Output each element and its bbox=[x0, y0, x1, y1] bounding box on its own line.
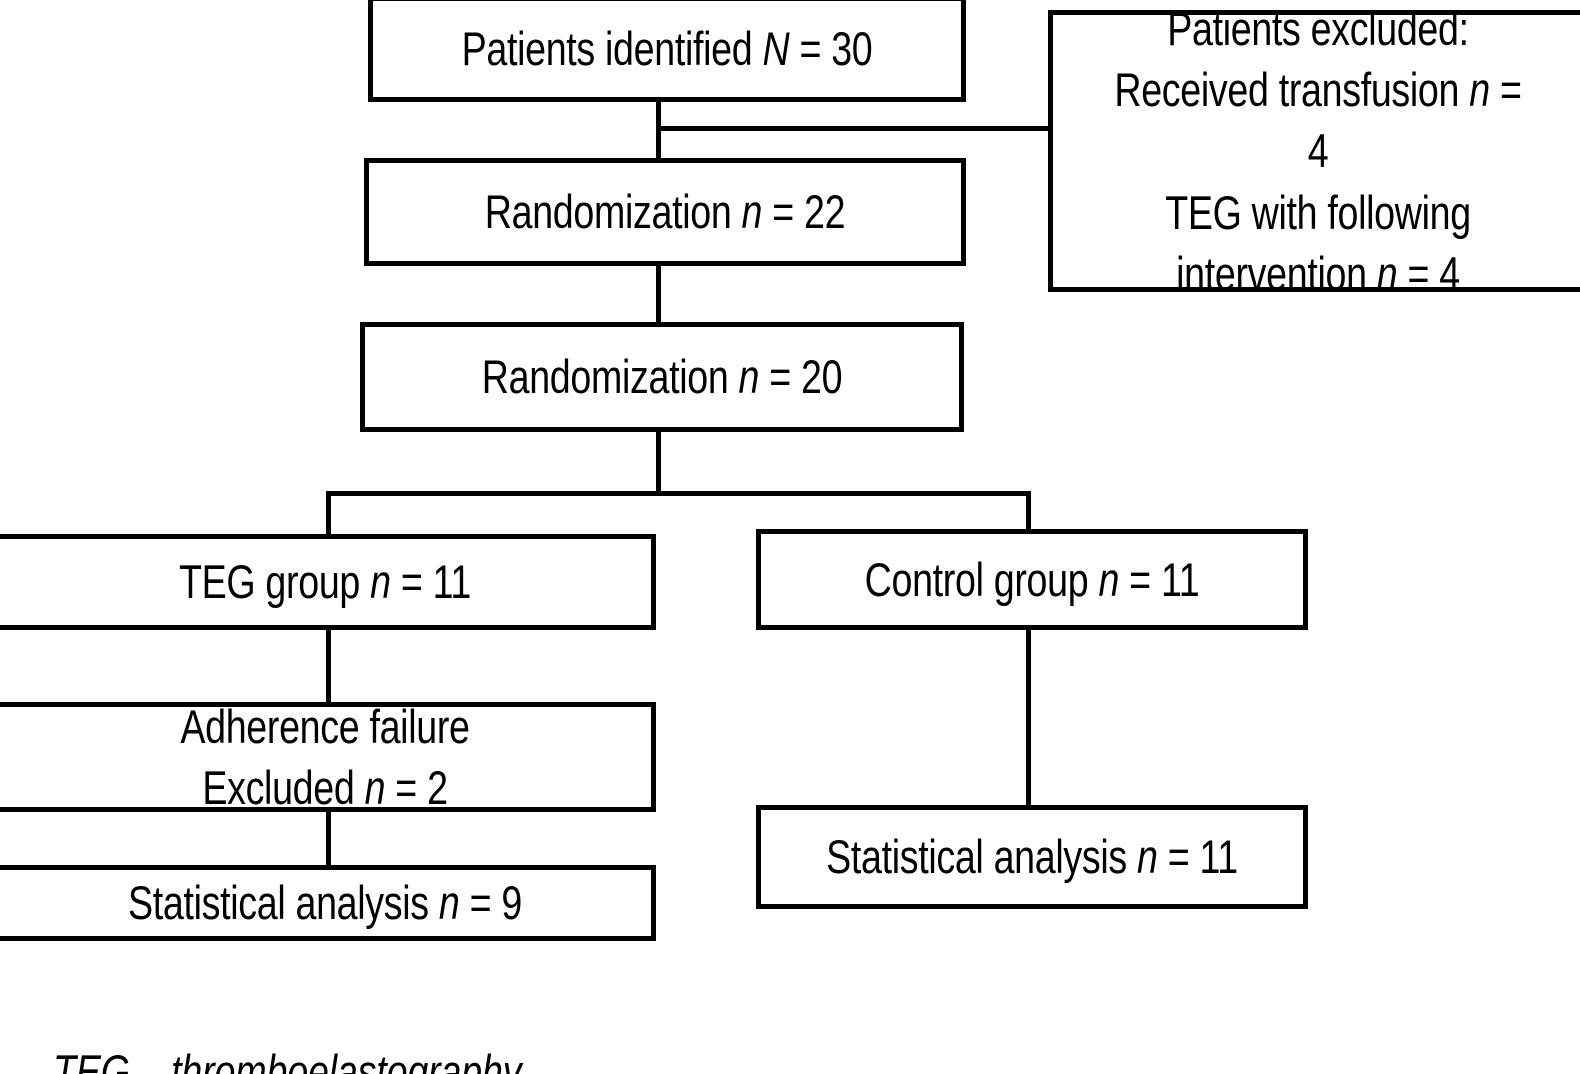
node-teg-group-label: TEG group n = 11 bbox=[178, 555, 472, 609]
node-patients-excluded: Patients excluded: Received transfusion … bbox=[1048, 2, 1580, 300]
node-patients-identified: Patients identified N = 30 bbox=[368, 0, 966, 102]
node-patients-identified-label: Patients identified N = 30 bbox=[461, 22, 873, 76]
connector-randomization22-to-randomization20 bbox=[656, 262, 661, 326]
node-adherence-failure-label: Adherence failure Excluded n = 2 bbox=[180, 699, 470, 814]
node-randomization-20-label: Randomization n = 20 bbox=[481, 350, 843, 404]
connector-split-to-teg-group bbox=[326, 491, 331, 539]
node-statistical-analysis-teg-label: Statistical analysis n = 9 bbox=[127, 876, 522, 930]
connector-adherence-to-statistical-analysis bbox=[326, 808, 331, 868]
connector-teg-group-to-adherence bbox=[326, 626, 331, 706]
node-adherence-failure: Adherence failure Excluded n = 2 bbox=[0, 700, 656, 814]
node-statistical-analysis-control: Statistical analysis n = 11 bbox=[756, 805, 1308, 909]
node-control-group: Control group n = 11 bbox=[756, 529, 1308, 630]
connector-split-to-control-group bbox=[1026, 491, 1031, 534]
node-statistical-analysis-control-label: Statistical analysis n = 11 bbox=[826, 830, 1238, 884]
node-control-group-label: Control group n = 11 bbox=[864, 552, 1200, 606]
connector-split-horizontal-bar bbox=[326, 491, 1031, 496]
node-randomization-22-label: Randomization n = 22 bbox=[484, 185, 846, 239]
connector-to-excluded-box bbox=[656, 126, 1052, 131]
connector-randomization20-to-split bbox=[656, 428, 661, 496]
node-randomization-20: Randomization n = 20 bbox=[360, 322, 964, 432]
connector-control-group-to-statistical-analysis bbox=[1026, 626, 1031, 809]
node-patients-excluded-label: Patients excluded: Received transfusion … bbox=[1114, 2, 1522, 300]
node-randomization-22: Randomization n = 22 bbox=[364, 158, 966, 266]
figure-caption: TEG – thromboelastography bbox=[2, 994, 639, 1074]
node-teg-group: TEG group n = 11 bbox=[0, 534, 656, 630]
node-statistical-analysis-teg: Statistical analysis n = 9 bbox=[0, 865, 656, 941]
figure-caption-text: TEG – thromboelastography bbox=[53, 1044, 522, 1074]
